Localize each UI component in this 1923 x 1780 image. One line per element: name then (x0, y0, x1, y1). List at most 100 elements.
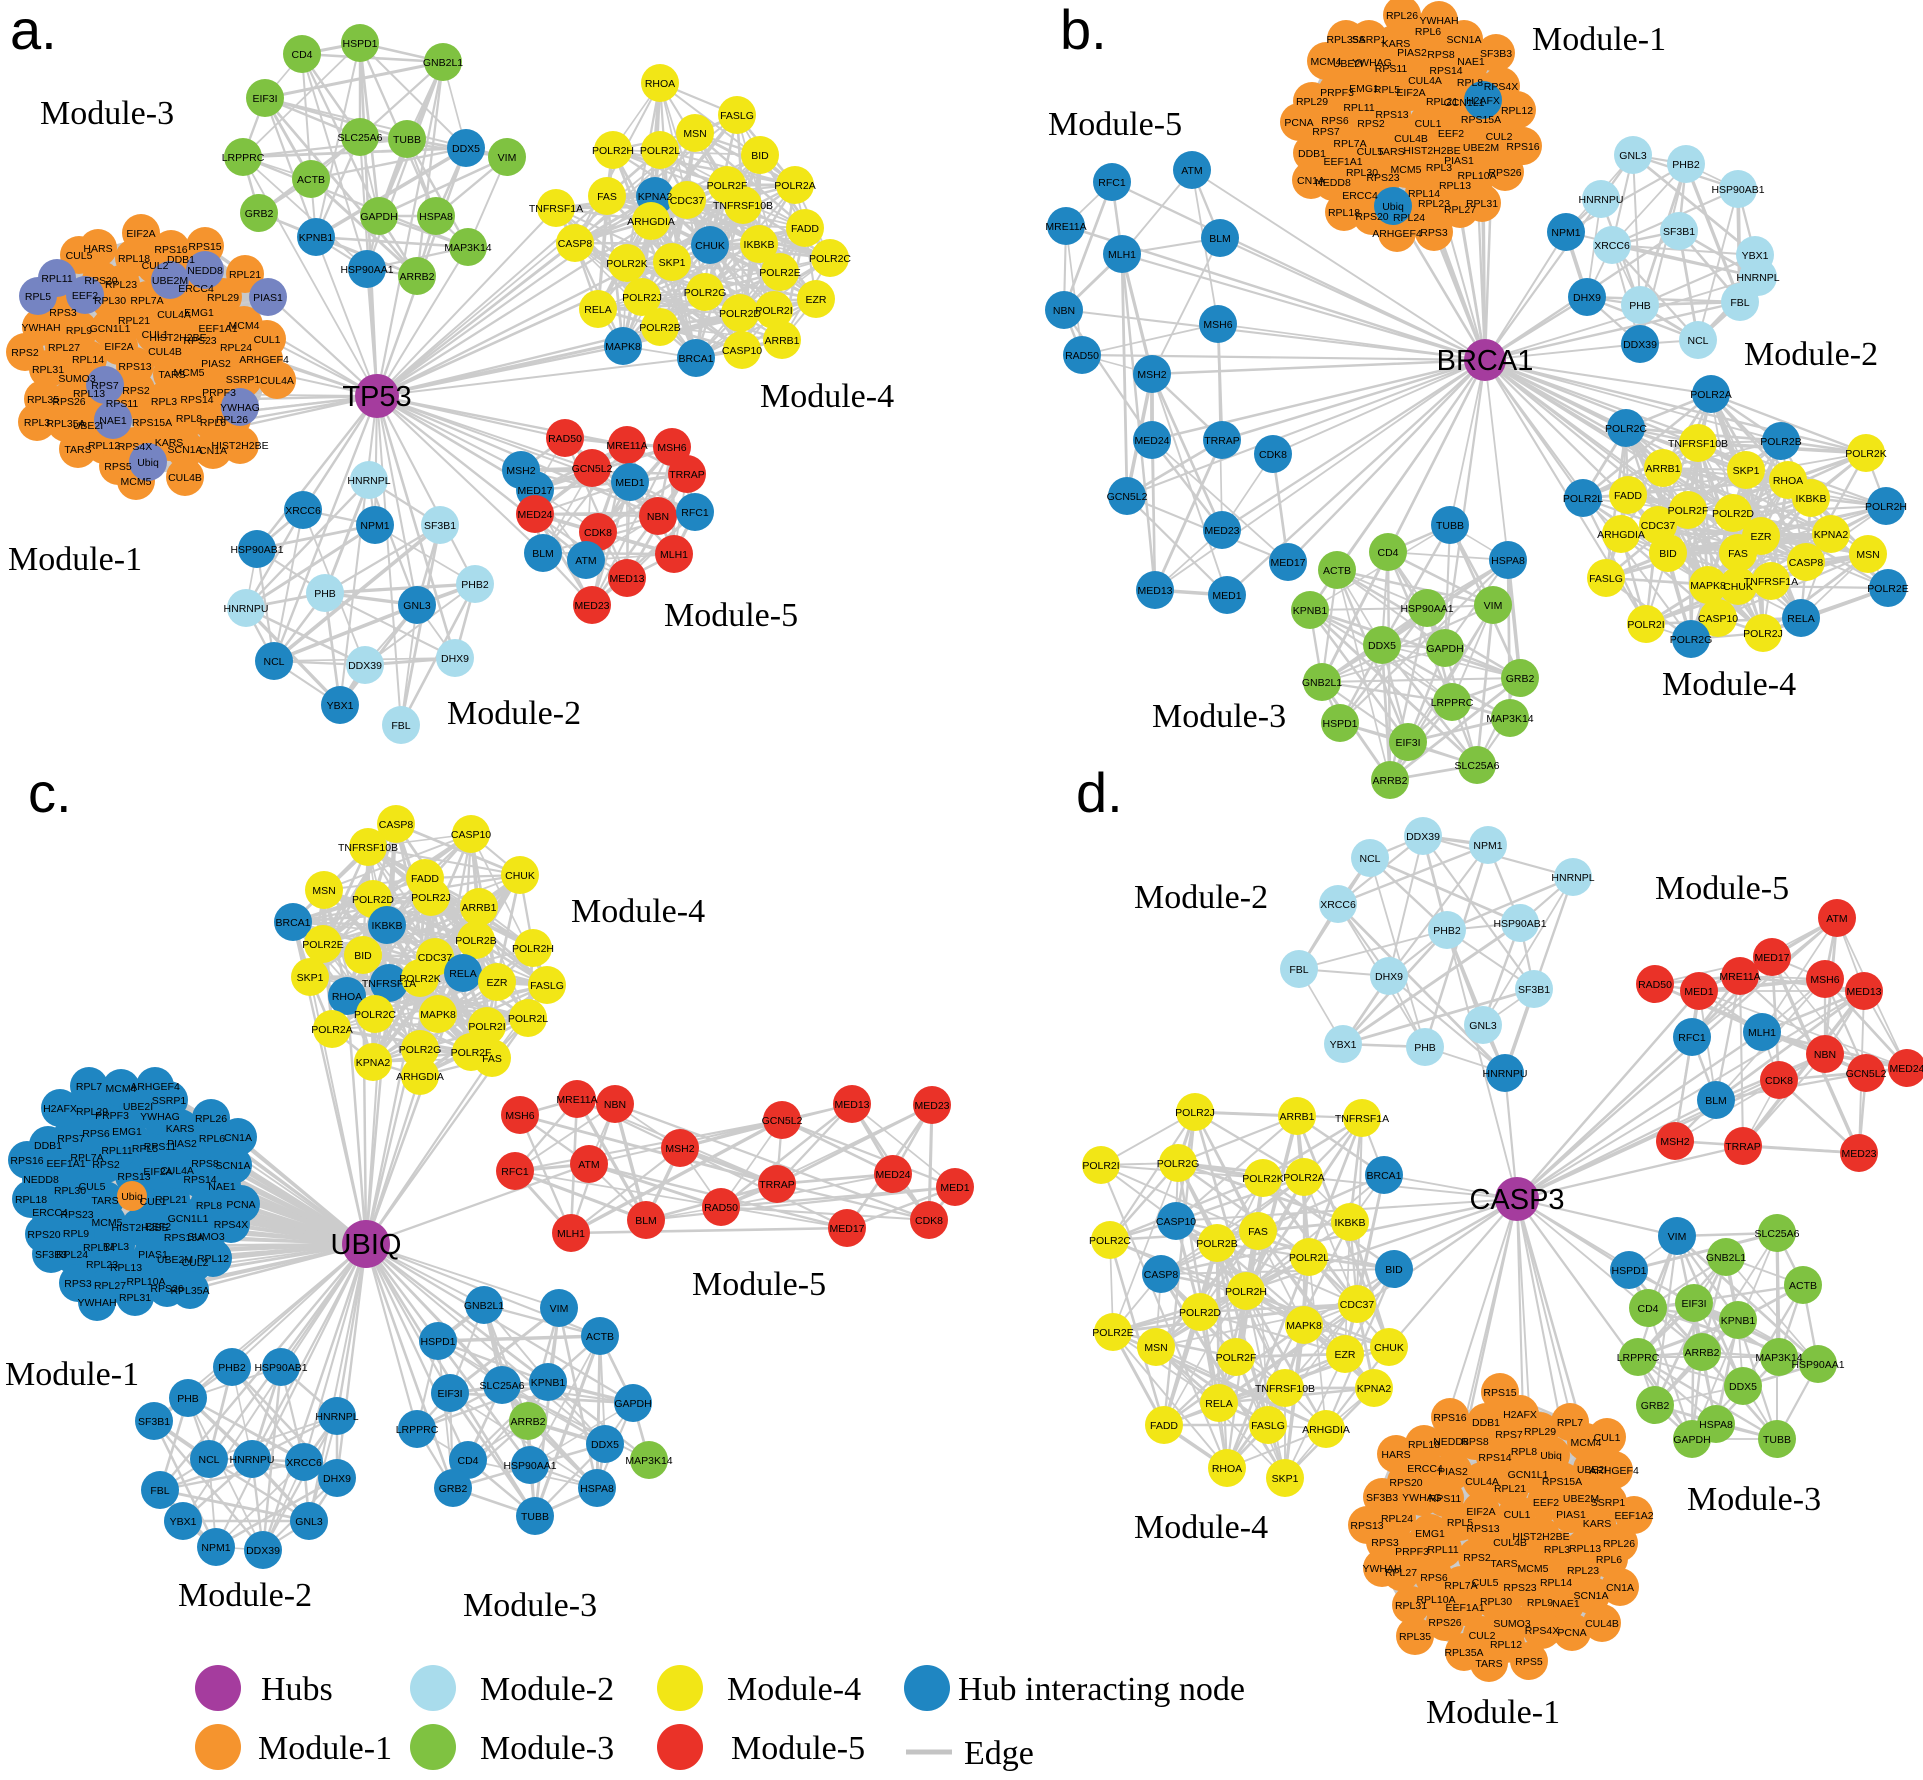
svg-text:YWHAH: YWHAH (1362, 1563, 1401, 1575)
svg-text:RPL35: RPL35 (1399, 1631, 1431, 1643)
svg-text:RPL8: RPL8 (196, 1200, 222, 1212)
svg-text:POLR2L: POLR2L (508, 1013, 548, 1025)
svg-text:RPL31: RPL31 (1466, 198, 1498, 210)
svg-text:RPS4X: RPS4X (1525, 1625, 1559, 1637)
svg-text:GNL3: GNL3 (1469, 1020, 1497, 1032)
svg-text:MED17: MED17 (1270, 557, 1305, 569)
svg-text:ARHGDIA: ARHGDIA (1597, 529, 1645, 541)
svg-text:EZR: EZR (806, 294, 827, 306)
svg-text:DDX5: DDX5 (452, 143, 480, 155)
svg-text:POLR2B: POLR2B (1760, 436, 1801, 448)
svg-text:FBL: FBL (1730, 297, 1749, 309)
svg-text:MCM4: MCM4 (229, 320, 260, 332)
svg-text:YWHAH: YWHAH (77, 1297, 116, 1309)
svg-text:CUL4B: CUL4B (148, 346, 182, 358)
svg-text:VIM: VIM (550, 1303, 569, 1315)
svg-text:FADD: FADD (791, 223, 819, 235)
svg-text:POLR2K: POLR2K (1242, 1173, 1283, 1185)
svg-text:FBL: FBL (1289, 964, 1308, 976)
svg-text:POLR2C: POLR2C (1605, 423, 1647, 435)
svg-text:EIF3I: EIF3I (252, 93, 277, 105)
svg-text:NBN: NBN (604, 1099, 626, 1111)
svg-text:HSPD1: HSPD1 (1322, 718, 1357, 730)
svg-text:HIST2H2BE: HIST2H2BE (1512, 1531, 1569, 1543)
svg-text:MED23: MED23 (574, 600, 609, 612)
svg-text:EEF2: EEF2 (1533, 1497, 1559, 1509)
svg-text:Hubs: Hubs (261, 1671, 333, 1708)
svg-text:EIF3I: EIF3I (1681, 1298, 1706, 1310)
svg-text:NBN: NBN (647, 511, 669, 523)
svg-text:POLR2A: POLR2A (1283, 1172, 1324, 1184)
svg-text:XRCC6: XRCC6 (286, 1457, 322, 1469)
svg-text:Module-2: Module-2 (178, 1577, 312, 1614)
svg-text:POLR2F: POLR2F (707, 180, 748, 192)
svg-text:ARHGDIA: ARHGDIA (396, 1071, 444, 1083)
svg-text:TARS: TARS (64, 444, 91, 456)
svg-text:BLM: BLM (532, 548, 554, 560)
svg-text:HNRNPL: HNRNPL (315, 1411, 358, 1423)
svg-text:RPS7: RPS7 (1495, 1429, 1523, 1441)
svg-text:H2AFX: H2AFX (1503, 1409, 1537, 1421)
svg-text:GNL3: GNL3 (295, 1516, 323, 1528)
svg-text:HNRNPU: HNRNPU (1579, 194, 1624, 206)
svg-text:EEF1A2: EEF1A2 (1614, 1510, 1653, 1522)
svg-text:YBX1: YBX1 (327, 700, 354, 712)
svg-text:SF3B1: SF3B1 (1663, 226, 1695, 238)
svg-text:POLR2K: POLR2K (606, 258, 647, 270)
svg-text:TUBB: TUBB (393, 134, 421, 146)
svg-text:IKBKB: IKBKB (372, 920, 403, 932)
svg-text:SF3B3: SF3B3 (1366, 1492, 1398, 1504)
svg-text:PHB: PHB (1629, 300, 1651, 312)
svg-text:EIF2A: EIF2A (126, 228, 155, 240)
svg-text:HSP90AA1: HSP90AA1 (503, 1460, 556, 1472)
svg-text:POLR2I: POLR2I (1082, 1160, 1119, 1172)
svg-text:CUL4A: CUL4A (260, 375, 294, 387)
svg-text:ACTB: ACTB (297, 174, 325, 186)
svg-text:HNRNPL: HNRNPL (1736, 272, 1779, 284)
svg-text:RPS2: RPS2 (11, 347, 39, 359)
svg-text:GNL3: GNL3 (403, 600, 431, 612)
svg-text:POLR2D: POLR2D (352, 894, 394, 906)
svg-text:MCM4: MCM4 (1311, 56, 1342, 68)
svg-text:NEDD8: NEDD8 (187, 265, 223, 277)
svg-text:MED13: MED13 (1137, 585, 1172, 597)
svg-text:UBE2M: UBE2M (1463, 142, 1499, 154)
svg-text:Module-1: Module-1 (258, 1730, 392, 1767)
svg-text:Ubiq: Ubiq (137, 457, 159, 469)
svg-text:Module-4: Module-4 (1662, 666, 1796, 703)
svg-text:POLR2I: POLR2I (1627, 619, 1664, 631)
svg-text:SF3B1: SF3B1 (424, 520, 456, 532)
svg-text:KPNB1: KPNB1 (1721, 1315, 1756, 1327)
svg-text:DDX5: DDX5 (591, 1439, 619, 1451)
svg-text:BRCA1: BRCA1 (275, 917, 310, 929)
svg-text:BLM: BLM (1705, 1095, 1727, 1107)
svg-text:SLC25A6: SLC25A6 (1455, 760, 1500, 772)
svg-text:HSPD1: HSPD1 (342, 38, 377, 50)
svg-text:RPL14: RPL14 (1540, 1577, 1572, 1589)
svg-text:CDC37: CDC37 (670, 195, 705, 207)
svg-text:HSPA8: HSPA8 (580, 1483, 614, 1495)
svg-text:MRE11A: MRE11A (556, 1094, 597, 1106)
svg-text:MLH1: MLH1 (1108, 249, 1136, 261)
svg-text:LRPPRC: LRPPRC (1431, 697, 1474, 709)
svg-text:POLR2E: POLR2E (1092, 1327, 1133, 1339)
svg-text:BID: BID (1659, 548, 1677, 560)
svg-text:HNRNPU: HNRNPU (230, 1454, 275, 1466)
svg-text:RPL18: RPL18 (1408, 1439, 1440, 1451)
svg-text:POLR2G: POLR2G (684, 287, 727, 299)
svg-text:c.: c. (28, 761, 72, 824)
svg-text:MSH6: MSH6 (1810, 974, 1839, 986)
svg-text:RPL3: RPL3 (151, 396, 177, 408)
svg-text:POLR2D: POLR2D (719, 308, 761, 320)
svg-text:CASP8: CASP8 (1789, 557, 1824, 569)
svg-text:UBIQ: UBIQ (331, 1229, 402, 1261)
svg-text:CDC37: CDC37 (1340, 1299, 1375, 1311)
svg-text:PCNA: PCNA (1284, 117, 1313, 129)
svg-text:PHB: PHB (177, 1393, 199, 1405)
svg-text:RPL8: RPL8 (1457, 77, 1483, 89)
svg-text:GRB2: GRB2 (439, 1483, 468, 1495)
svg-text:Module-4: Module-4 (760, 378, 894, 415)
svg-text:POLR2J: POLR2J (1743, 628, 1783, 640)
svg-text:DDX5: DDX5 (1729, 1381, 1757, 1393)
svg-text:CHUK: CHUK (1374, 1342, 1404, 1354)
